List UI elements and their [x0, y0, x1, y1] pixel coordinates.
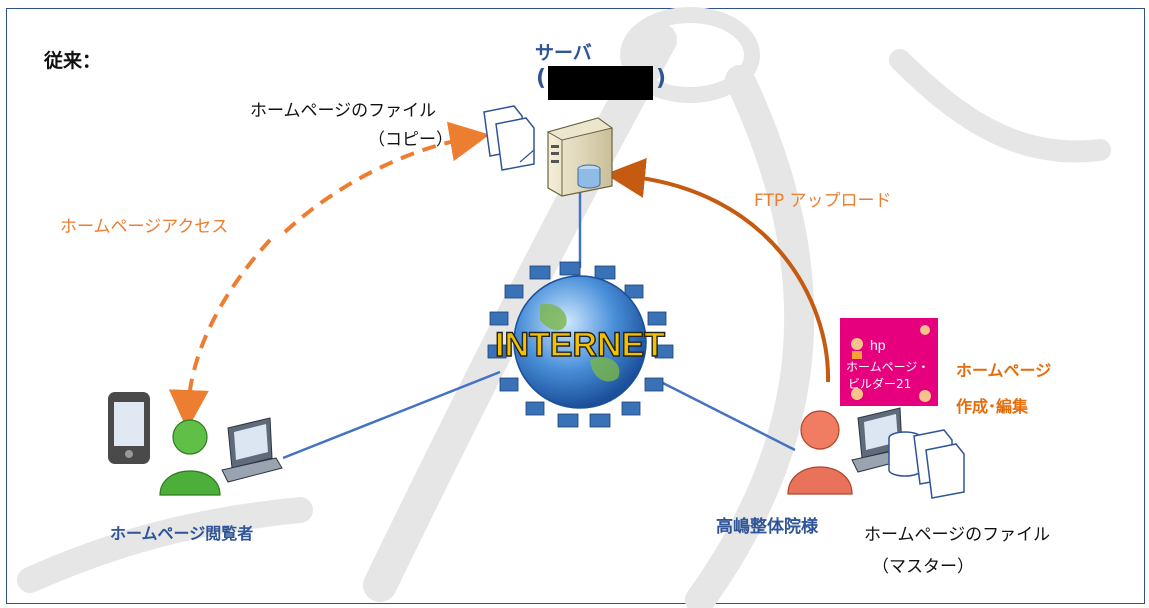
svg-text:hp: hp — [870, 337, 886, 353]
clinic-label: 高嶋整体院様 — [716, 517, 818, 537]
server-file-label-2: （コピー） — [368, 130, 453, 150]
homepage-builder-logo: hp ホームページ・ ビルダー21 — [840, 318, 938, 406]
server-paren-open: ( — [536, 66, 547, 91]
svg-text:ホームページ・: ホームページ・ — [846, 360, 929, 374]
heading-conventional: 従来： — [44, 50, 102, 72]
software-caption-2: 作成･編集 — [956, 397, 1029, 416]
upload-arrow — [605, 158, 831, 383]
access-arrow-lower — [168, 238, 272, 430]
file-copy-icon — [483, 105, 535, 171]
access-arrow-label: ホームページアクセス — [60, 217, 229, 237]
internet-label: INTERNET — [495, 326, 665, 364]
server-icon — [546, 117, 614, 197]
viewer-laptop-icon — [221, 417, 283, 483]
server-title: サーバ — [535, 42, 592, 64]
smartphone-icon — [108, 392, 150, 464]
redacted-box — [548, 66, 653, 100]
server-paren-close: ) — [656, 66, 667, 91]
database-icon — [888, 431, 922, 477]
internet-globe-icon: INTERNET — [487, 261, 674, 428]
svg-text:ビルダー21: ビルダー21 — [848, 376, 911, 391]
upload-arrow-label: FTP アップロード — [754, 191, 892, 211]
clinic-file-label-1: ホームページのファイル — [864, 525, 1051, 545]
clinic-person-icon — [787, 410, 853, 495]
file-master-icon — [913, 429, 965, 499]
server-file-label-1: ホームページのファイル — [250, 101, 437, 121]
connector-viewer-internet — [282, 370, 501, 460]
viewer-label: ホームページ閲覧者 — [110, 524, 254, 543]
viewer-person-icon — [159, 419, 221, 496]
watermark — [17, 7, 1111, 608]
access-arrow — [283, 121, 490, 234]
software-caption-1: ホームページ — [956, 361, 1052, 380]
diagram-frame — [6, 8, 1145, 604]
connector-clinic-internet — [656, 378, 796, 452]
clinic-file-label-2: （マスター） — [872, 557, 974, 577]
